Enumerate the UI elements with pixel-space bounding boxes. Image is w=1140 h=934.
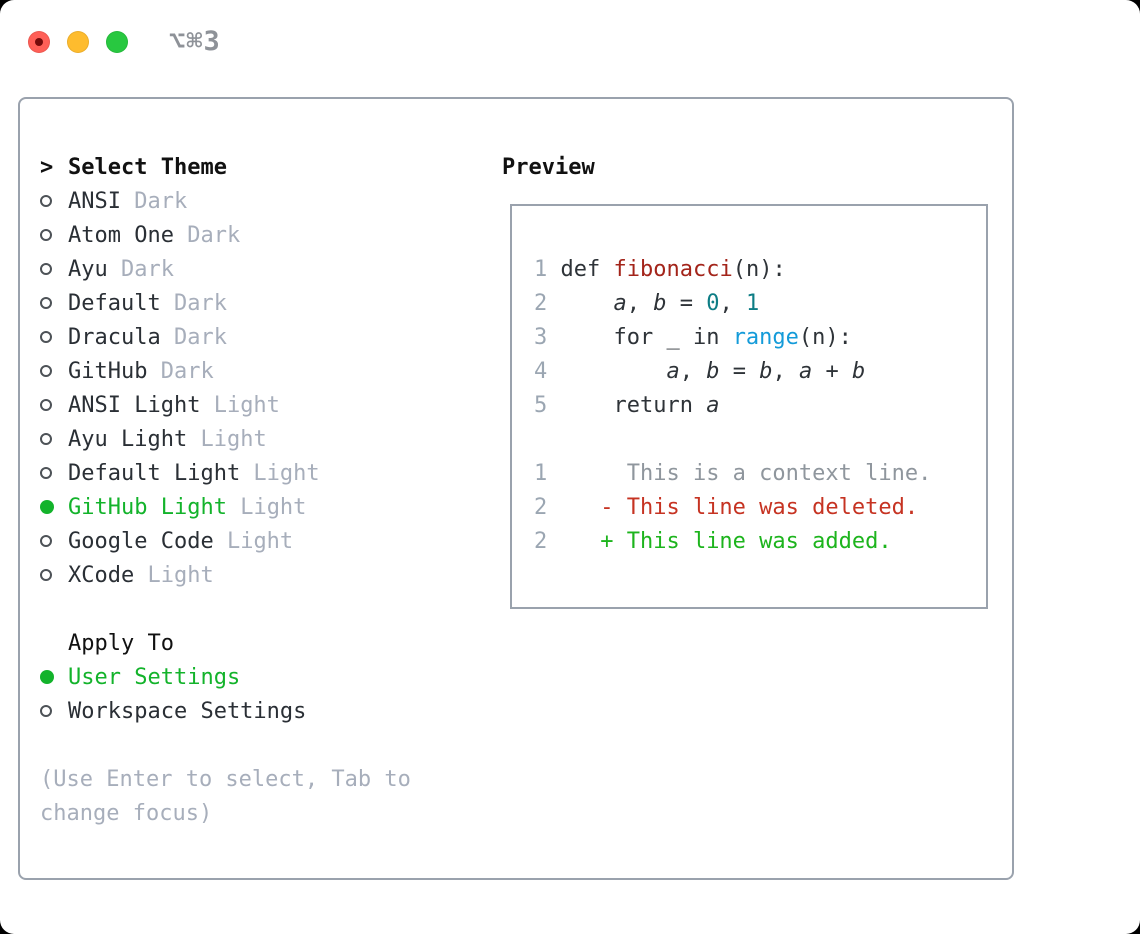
hint-text-line2: change focus) [40, 800, 213, 826]
theme-option-label: GitHub [68, 358, 148, 384]
theme-option-label: Google Code [68, 528, 214, 554]
radio-icon [40, 229, 52, 241]
preview-line: 2 a, b = 0, 1 [534, 291, 760, 316]
radio-icon [40, 263, 52, 275]
radio-icon [40, 365, 52, 377]
apply-option-label: Workspace Settings [68, 698, 307, 724]
preview-line: 2 + This line was added. [534, 529, 892, 554]
theme-variant-label: Light [240, 460, 320, 486]
radio-icon [40, 399, 52, 411]
preview-line: 4 a, b = b, a + b [534, 359, 866, 384]
radio-icon [40, 195, 52, 207]
theme-variant-label: Light [187, 426, 267, 452]
theme-variant-label: Dark [173, 222, 241, 248]
theme-variant-label: Dark [160, 324, 227, 350]
theme-variant-label: Dark [160, 290, 227, 316]
theme-option-label: Dracula [68, 324, 161, 350]
radio-icon [40, 569, 52, 581]
zoom-window-icon[interactable] [106, 30, 128, 53]
theme-option-label: Ayu Light [68, 426, 188, 452]
apply-to-header-row: Apply To [40, 626, 411, 660]
theme-option-label: Ayu [68, 256, 108, 282]
radio-icon [40, 535, 52, 547]
apply-option-user-settings[interactable]: User Settings [40, 660, 411, 694]
prompt-caret-icon: > [40, 154, 54, 180]
preview-line: 3 for _ in range(n): [534, 325, 852, 350]
radio-icon [40, 467, 52, 479]
radio-icon [40, 331, 52, 343]
preview-title: Preview [502, 154, 595, 180]
preview-blank-line [534, 423, 986, 457]
theme-option-dracula[interactable]: Dracula Dark [40, 320, 411, 354]
preview-line: 5 return a [534, 393, 720, 418]
theme-option-github[interactable]: GitHub Dark [40, 354, 411, 388]
radio-icon [40, 705, 52, 717]
theme-option-atom-one[interactable]: Atom One Dark [40, 218, 411, 252]
window-shortcut-label: ⌥⌘3 [169, 26, 221, 57]
preview-line: 1 def fibonacci(n): [534, 257, 786, 282]
theme-option-label: Default Light [68, 460, 241, 486]
theme-option-label: Atom One [68, 222, 174, 248]
theme-option-ayu-light[interactable]: Ayu Light Light [40, 422, 411, 456]
theme-option-label: ANSI Light [68, 392, 201, 418]
theme-variant-label: Light [213, 528, 294, 554]
theme-option-ayu[interactable]: Ayu Dark [40, 252, 411, 286]
theme-option-default-light[interactable]: Default Light Light [40, 456, 411, 490]
preview-line: 2 - This line was deleted. [534, 495, 919, 520]
hint-text-line1: (Use Enter to select, Tab to [40, 766, 411, 792]
theme-option-default[interactable]: Default Dark [40, 286, 411, 320]
select-theme-title: Select Theme [68, 154, 227, 180]
theme-variant-label: Light [226, 494, 307, 520]
theme-option-ansi-light[interactable]: ANSI Light Light [40, 388, 411, 422]
apply-to-title: Apply To [68, 630, 174, 656]
theme-option-label: XCode [68, 562, 135, 588]
preview-box: 1 def fibonacci(n): 2 a, b = 0, 1 3 for _ … [510, 204, 988, 609]
select-theme-header-row: > Select Theme [40, 150, 411, 184]
theme-option-google-code[interactable]: Google Code Light [40, 524, 411, 558]
window-titlebar: ⌥⌘3 [28, 26, 221, 57]
theme-option-ansi[interactable]: ANSI Dark [40, 184, 411, 218]
theme-option-label: Default [68, 290, 161, 316]
radio-icon [40, 433, 52, 445]
theme-variant-label: Light [134, 562, 214, 588]
apply-option-workspace-settings[interactable]: Workspace Settings [40, 694, 411, 728]
theme-variant-label: Light [200, 392, 280, 418]
spacer [40, 592, 411, 626]
spacer [40, 728, 411, 762]
preview-code: 1 def fibonacci(n): 2 a, b = 0, 1 3 for _ … [512, 206, 986, 559]
radio-selected-icon [40, 670, 54, 684]
theme-variant-label: Dark [120, 188, 188, 214]
minimize-window-icon[interactable] [67, 30, 89, 53]
preview-line: 1 This is a context line. [534, 461, 932, 486]
theme-variant-label: Dark [107, 256, 174, 282]
theme-option-label: ANSI [68, 188, 121, 214]
apply-option-label: User Settings [68, 664, 241, 690]
theme-option-label: GitHub Light [68, 494, 227, 520]
theme-option-github-light[interactable]: GitHub Light Light [40, 490, 411, 524]
theme-variant-label: Dark [147, 358, 214, 384]
radio-selected-icon [40, 500, 54, 514]
radio-icon [40, 297, 52, 309]
theme-option-xcode[interactable]: XCode Light [40, 558, 411, 592]
close-window-icon[interactable] [28, 30, 50, 53]
